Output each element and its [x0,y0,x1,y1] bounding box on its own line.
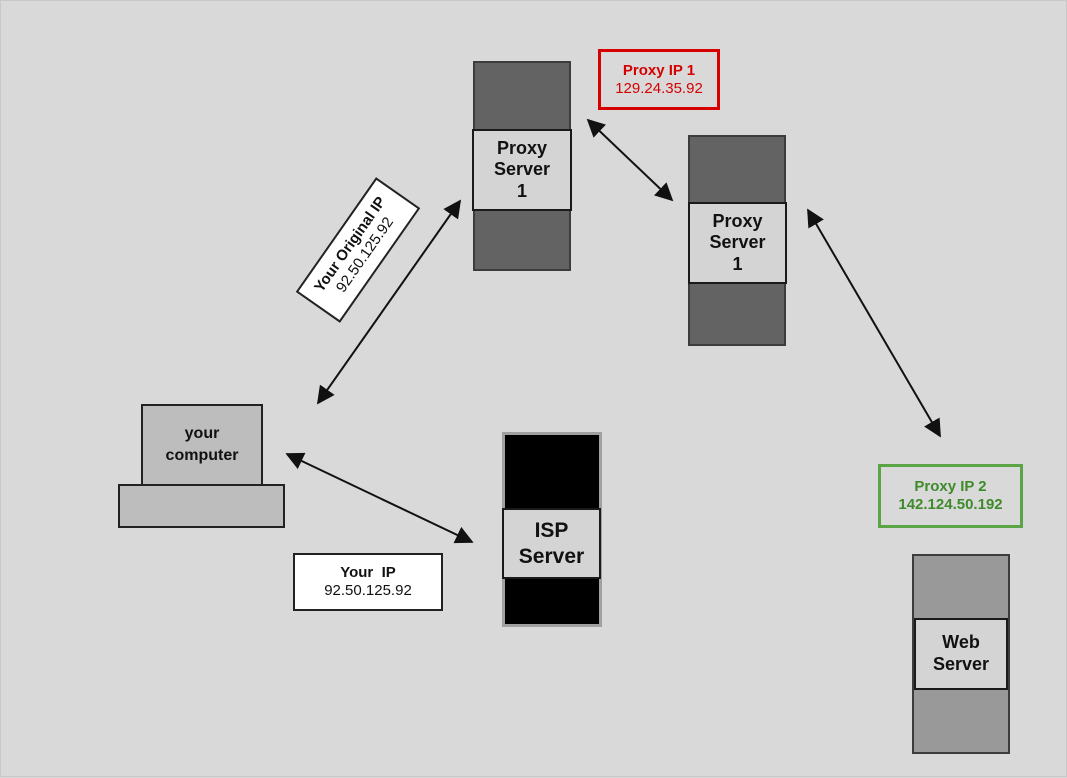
isp-server-line-2: Server [518,544,585,568]
computer-line-2: computer [165,447,239,464]
proxy-server-1-line-3: 1 [516,180,527,201]
your-ip-value: 92.50.125.92 [324,582,412,599]
web-server-line-1: Web [942,632,980,653]
your-ip-title: Your IP [340,564,396,581]
proxy-ip-2-box: Proxy IP 2 142.124.50.192 [878,464,1023,528]
computer-line-1: your [184,425,220,443]
proxy-server-1-line-1: Proxy [496,137,548,158]
proxy-server-2-line-3: 1 [732,253,743,274]
web-server-label: Web Server [914,618,1008,690]
computer-monitor: your computer [141,404,263,486]
proxy-ip-2-title: Proxy IP 2 [914,478,987,495]
proxy-ip-1-box: Proxy IP 1 129.24.35.92 [598,49,720,110]
arrow-computer-proxy1 [316,199,462,405]
web-server-line-2: Server [932,654,990,674]
proxy-ip-1-value: 129.24.35.92 [615,79,703,97]
arrow-computer-isp [285,452,474,544]
proxy-ip-1-title: Proxy IP 1 [622,61,696,79]
arrow-proxy2-web [807,208,941,438]
isp-server-label: ISP Server [502,508,601,579]
isp-server-line-1: ISP [534,519,569,543]
proxy-server-2-line-2: Server [709,232,766,253]
proxy-server-1-label: Proxy Server 1 [472,129,572,211]
arrow-proxy1-proxy2 [586,118,674,202]
your-ip-box: Your IP 92.50.125.92 [293,553,443,611]
computer-base [118,484,285,528]
proxy-server-2-label: Proxy Server 1 [688,202,787,284]
proxy-server-1-line-2: Server [493,159,551,180]
proxy-server-2-line-1: Proxy [712,210,763,231]
proxy-ip-2-value: 142.124.50.192 [898,496,1003,513]
